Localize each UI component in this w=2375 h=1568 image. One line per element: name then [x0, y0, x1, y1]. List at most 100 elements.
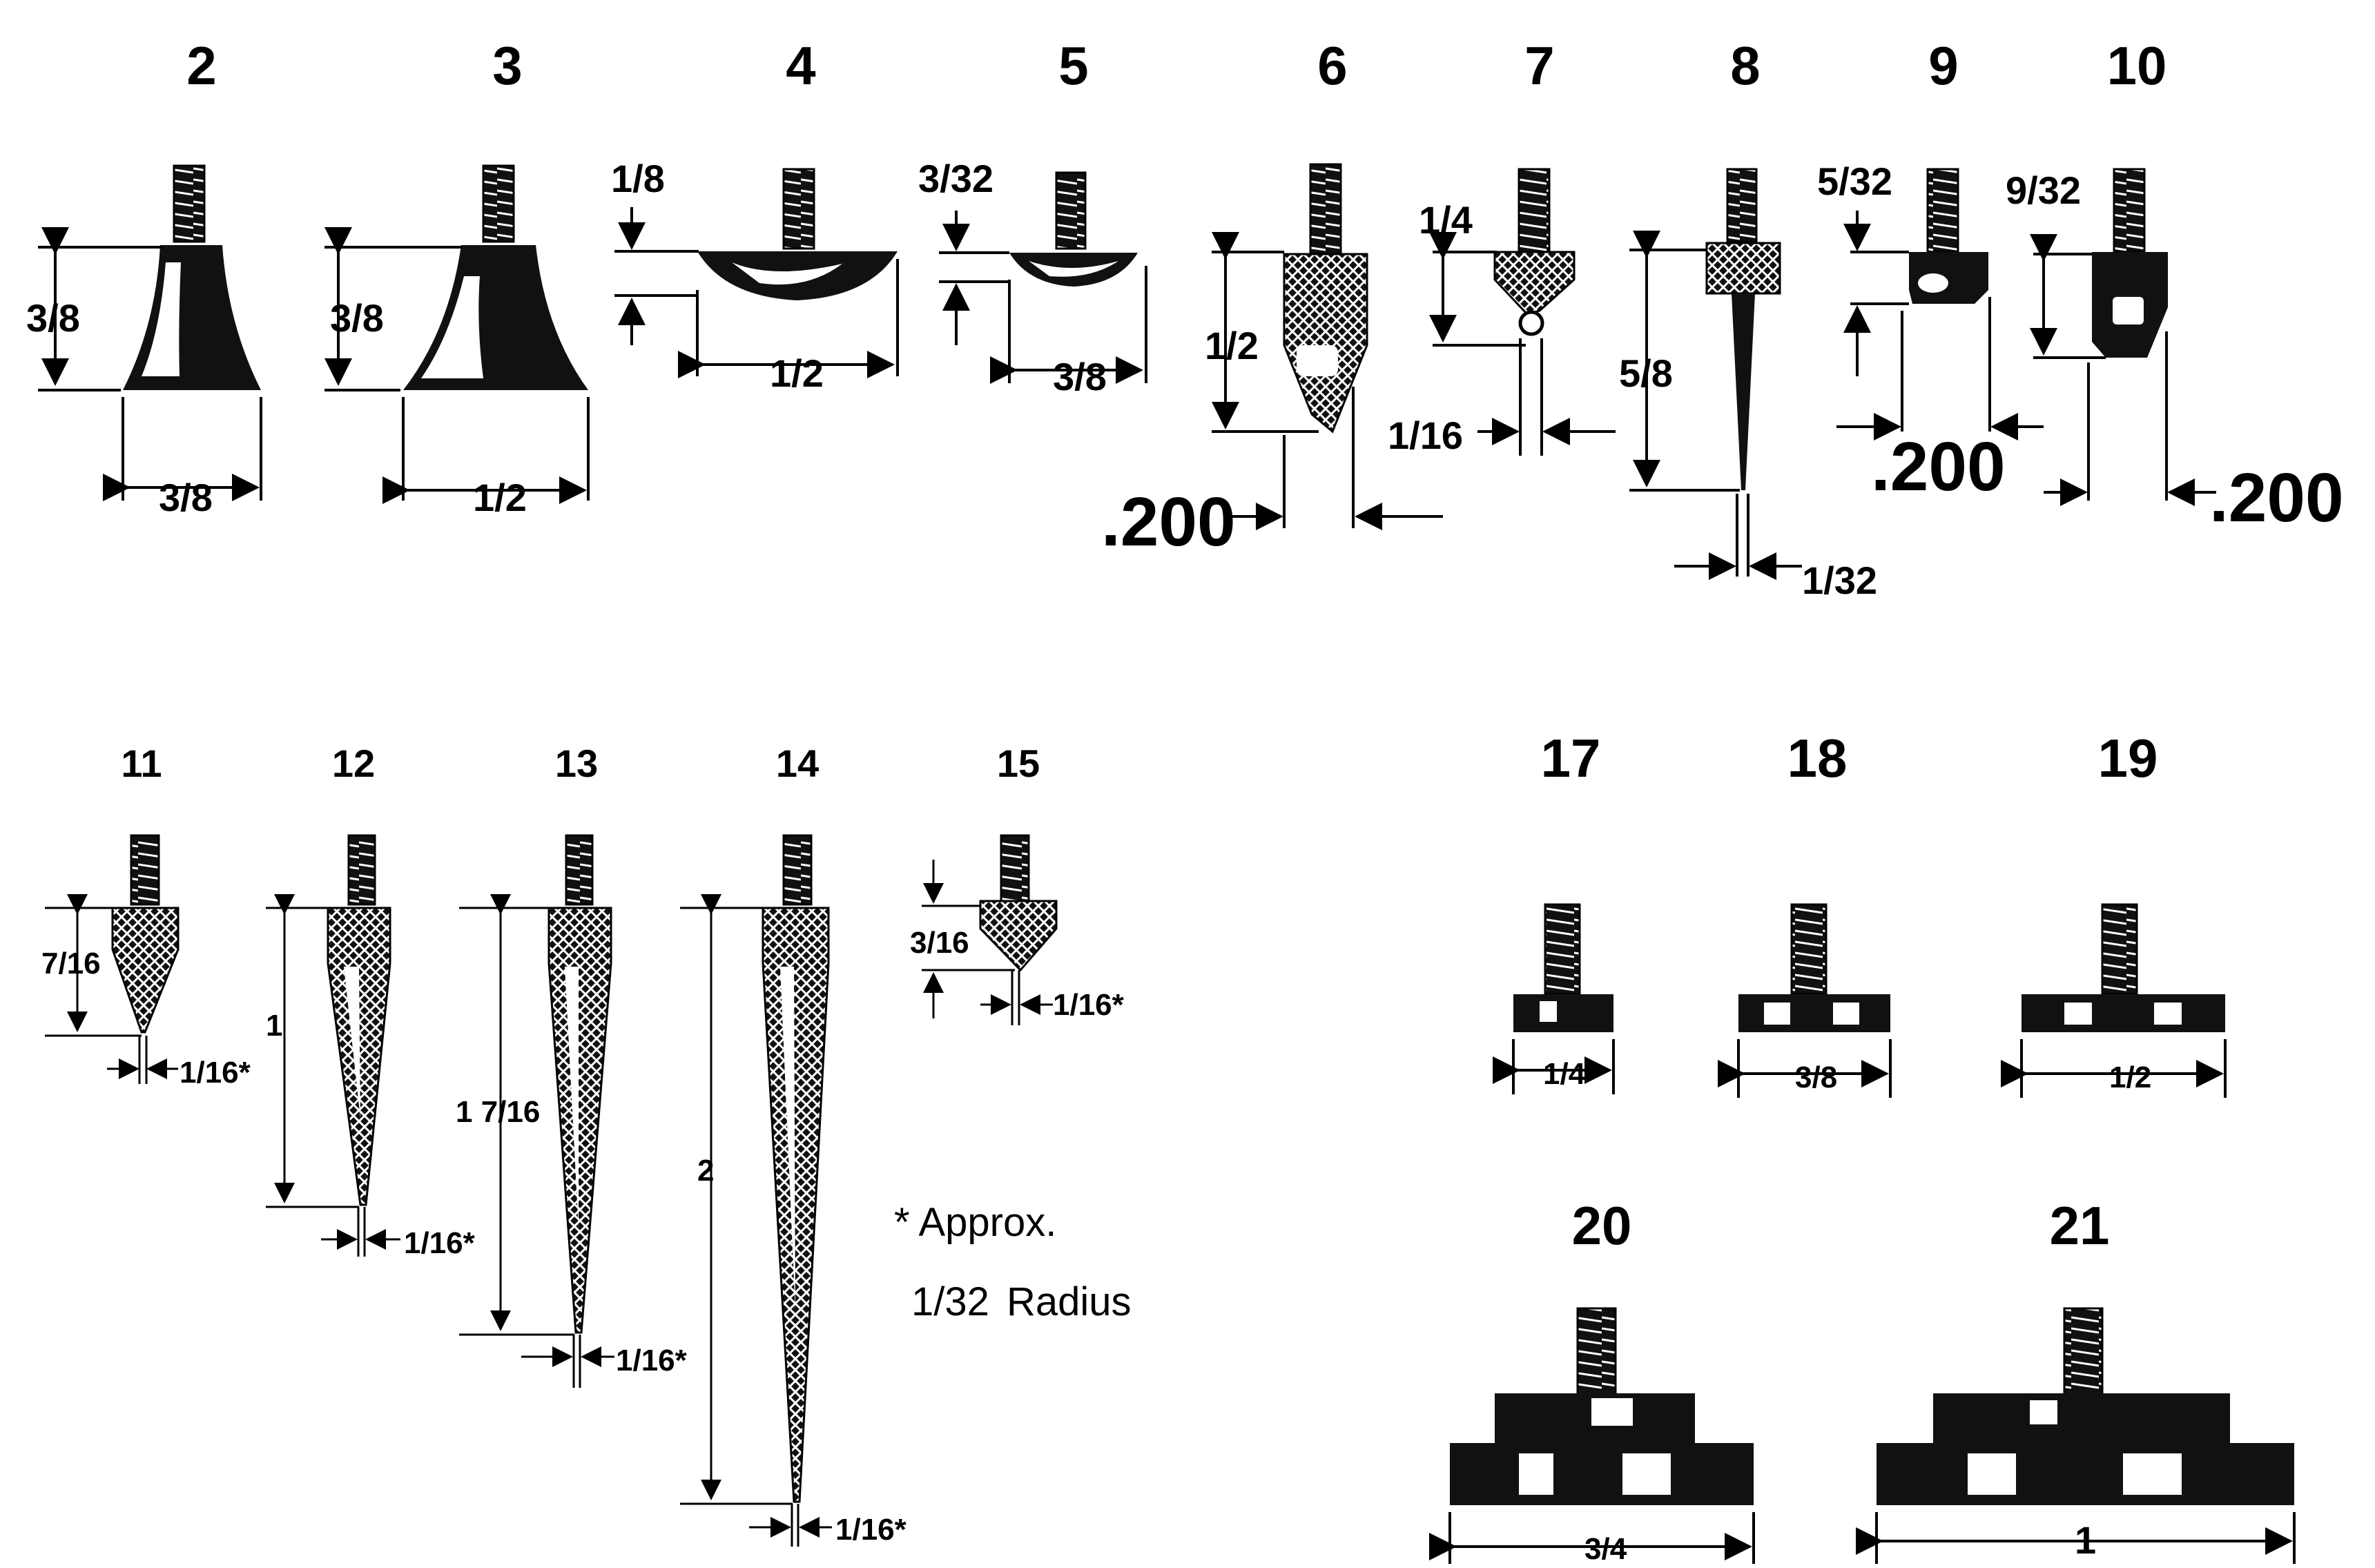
width-dim: 1/4: [1543, 1057, 1586, 1091]
contact-point-13: 13 1 7/16 1/16*: [456, 742, 688, 1388]
item-number: 9: [1928, 35, 1958, 96]
flat-base: [1513, 994, 1613, 1032]
tip-dim: 1/16*: [180, 1056, 251, 1090]
highlight: [780, 967, 795, 1312]
highlight: [1764, 1003, 1790, 1025]
highlight: [1029, 261, 1118, 277]
width-dim: 3/4: [1584, 1532, 1627, 1566]
thread-stem: [173, 164, 206, 243]
item-number: 6: [1317, 35, 1347, 96]
highlight: [1519, 1453, 1553, 1495]
width-dim: 1/2: [2109, 1061, 2151, 1094]
contact-point-3: 3 3/8 1/2: [324, 35, 590, 519]
height-dim: 1: [266, 1009, 282, 1043]
contact-point-14: 14 2 1/16*: [680, 742, 907, 1547]
knurled-body: [762, 907, 830, 1503]
highlight: [2113, 297, 2144, 325]
height-dim: 3/32: [918, 157, 993, 200]
height-dim: 5/32: [1817, 159, 1892, 203]
thread-stem: [2101, 903, 2138, 996]
width-dim: 1/2: [473, 476, 527, 519]
thread-stem: [1926, 168, 1959, 253]
thread-stem: [347, 834, 376, 906]
highlight: [1540, 1001, 1557, 1022]
contact-point-5: 5 3/32 3/8: [918, 35, 1147, 398]
tip-dim: 1/16*: [404, 1226, 476, 1260]
item-number: 13: [555, 742, 598, 785]
highlight: [1833, 1003, 1859, 1025]
knurled-body: [1283, 253, 1368, 434]
item-number: 4: [786, 35, 815, 96]
item-number: 17: [1541, 728, 1601, 788]
knurled-body: [111, 907, 180, 1034]
contact-point-21: 21 1: [1856, 1195, 2296, 1564]
needle-tip: [1732, 293, 1755, 490]
approx-note: * Approx.: [894, 1200, 1056, 1245]
tip-dim: .200: [1871, 428, 2006, 505]
item-number: 8: [1730, 35, 1760, 96]
item-number: 14: [776, 742, 819, 785]
knurled-body: [979, 900, 1058, 972]
thread-stem: [2113, 168, 2146, 253]
radius-label: Radius: [1007, 1279, 1132, 1324]
contact-point-19: 19 1/2: [2001, 728, 2227, 1098]
highlight: [2030, 1400, 2057, 1424]
tip-dim: 1/16*: [1053, 988, 1125, 1022]
thread-stem: [1000, 834, 1030, 902]
item-number: 5: [1058, 35, 1088, 96]
knurled-collar: [1705, 242, 1781, 295]
thread-stem: [2063, 1307, 2104, 1396]
tip-dim: .200: [1101, 483, 1236, 561]
width-dim: 3/8: [1053, 355, 1107, 398]
contact-point-6: 6 1/2 .200: [1101, 35, 1443, 561]
tip-dim: 1/16: [1388, 414, 1463, 457]
width-dim: 1: [2075, 1518, 2096, 1562]
contact-point-11: 11 7/16 1/16*: [41, 742, 251, 1090]
contact-point-4: 4 1/8 1/2: [611, 35, 899, 395]
height-dim: 1/2: [1205, 324, 1259, 367]
highlight: [1968, 1453, 2016, 1495]
thread-stem: [1309, 163, 1342, 255]
flat-base: [2022, 994, 2225, 1032]
contact-point-8: 8 5/8 1/32: [1619, 35, 1877, 602]
item-number: 10: [2107, 35, 2167, 96]
item-number: 19: [2098, 728, 2158, 788]
contact-point-15: 15 3/16 1/16*: [910, 742, 1125, 1025]
contact-point-18: 18 3/8: [1718, 728, 1892, 1098]
item-number: 18: [1787, 728, 1848, 788]
height-dim: 2: [697, 1154, 714, 1188]
lower-base: [1450, 1443, 1754, 1505]
item-number: 15: [997, 742, 1040, 785]
tip-dim: 1/32: [1802, 559, 1877, 602]
height-dim: 7/16: [41, 947, 101, 980]
height-dim: 1/8: [611, 157, 665, 200]
item-number: 21: [2050, 1195, 2110, 1256]
upper-step: [1933, 1393, 2230, 1445]
lower-base: [1877, 1443, 2294, 1505]
height-dim: 9/32: [2006, 168, 2081, 212]
highlight: [2064, 1003, 2092, 1025]
thread-stem: [1726, 168, 1758, 243]
tip-dim: 1/16*: [835, 1513, 907, 1547]
thread-stem: [1544, 903, 1581, 996]
contact-point-2: 2 3/8 3/8: [26, 35, 262, 519]
height-dim: 3/8: [330, 296, 384, 340]
highlight: [1591, 1398, 1633, 1426]
item-number: 3: [492, 35, 522, 96]
highlight: [421, 276, 483, 378]
flat-base: [1738, 994, 1890, 1032]
tip-dim: 1/16*: [616, 1344, 688, 1377]
item-number: 7: [1524, 35, 1554, 96]
height-dim: 1 7/16: [456, 1095, 540, 1129]
thread-stem: [782, 168, 815, 250]
highlight: [142, 262, 181, 376]
knurled-body: [547, 907, 612, 1334]
ball-tip: [1518, 310, 1544, 336]
highlight: [565, 967, 579, 1229]
item-number: 12: [332, 742, 375, 785]
legend: * Approx. 1/32 Radius: [894, 1200, 1132, 1324]
tip-dim: .200: [2209, 459, 2344, 536]
highlight: [1622, 1453, 1671, 1495]
width-dim: 3/8: [159, 476, 213, 519]
